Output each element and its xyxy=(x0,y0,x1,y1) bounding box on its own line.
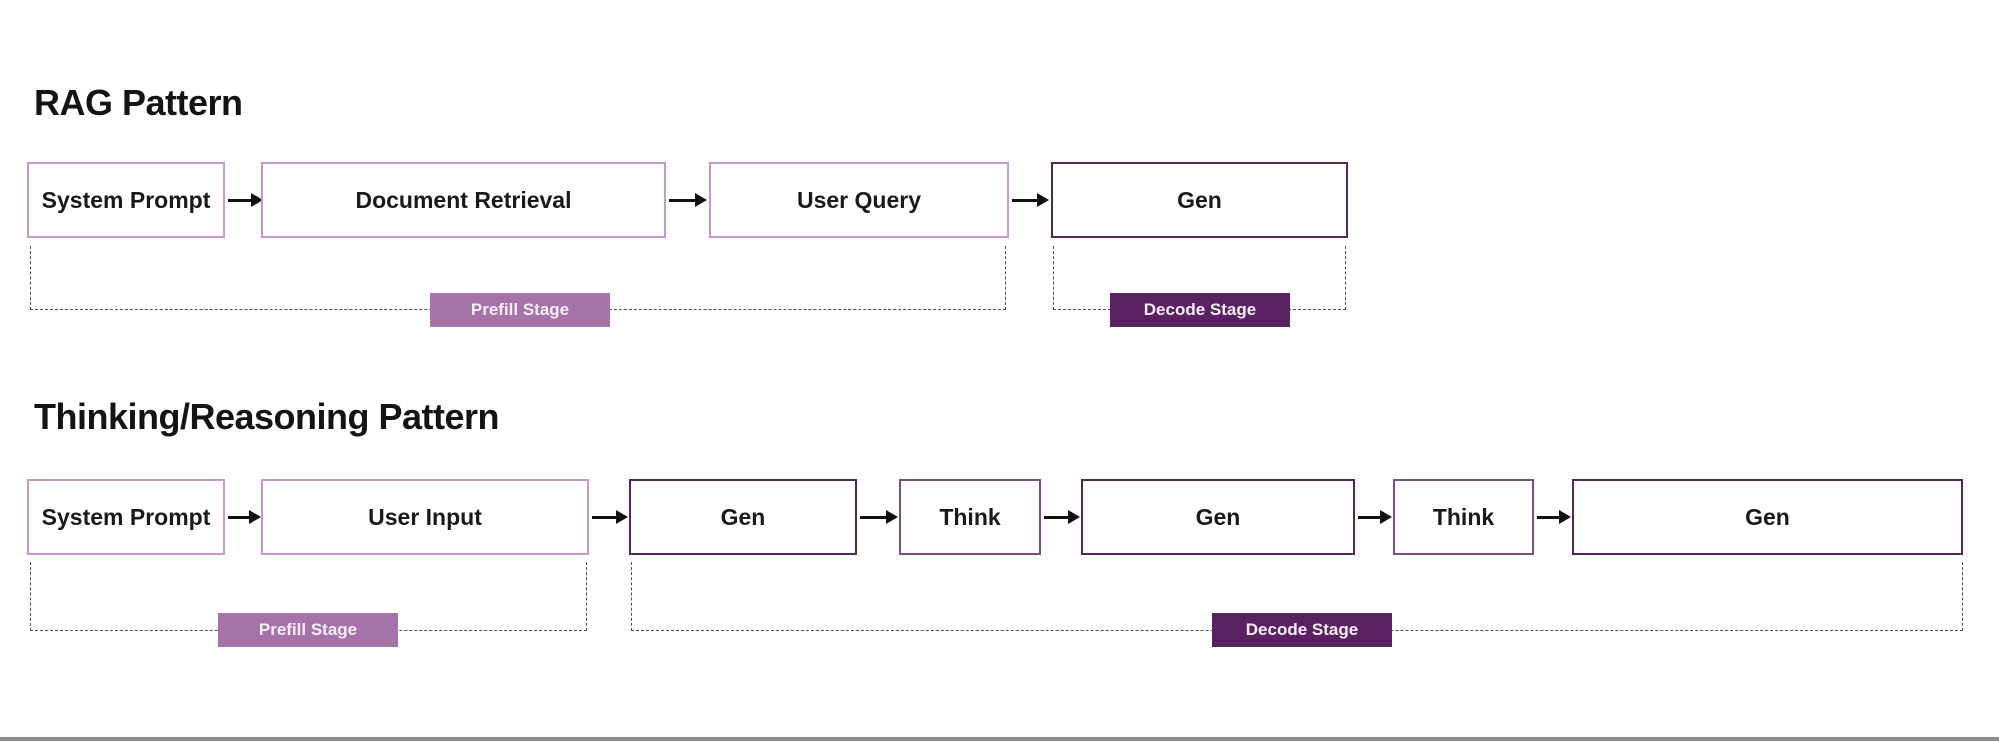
flow-box-think-2: Think xyxy=(1393,479,1534,555)
flow-box-think-1: Think xyxy=(899,479,1041,555)
flow-box-user-input: User Input xyxy=(261,479,589,555)
flow-arrow-icon xyxy=(860,510,898,524)
flow-arrow-icon xyxy=(1537,510,1571,524)
diagram-title-thinking-reasoning: Thinking/Reasoning Pattern xyxy=(34,396,500,437)
flow-box-gen-3: Gen xyxy=(1572,479,1963,555)
diagram-title-rag: RAG Pattern xyxy=(34,82,243,123)
flow-box-user-query: User Query xyxy=(709,162,1009,238)
decode-stage-label: Decode Stage xyxy=(1110,293,1290,327)
flow-box-document-retrieval: Document Retrieval xyxy=(261,162,666,238)
flow-arrow-icon xyxy=(228,510,261,524)
flow-box-system-prompt: System Prompt xyxy=(27,479,225,555)
bottom-window-edge xyxy=(0,737,1999,741)
flow-arrow-icon xyxy=(1044,510,1080,524)
flow-arrow-icon xyxy=(669,193,707,207)
flow-box-gen-1: Gen xyxy=(629,479,857,555)
flow-arrow-icon xyxy=(1012,193,1049,207)
flow-arrow-icon xyxy=(592,510,628,524)
flow-arrow-icon xyxy=(228,193,263,207)
flow-arrow-icon xyxy=(1358,510,1392,524)
flow-box-gen-2: Gen xyxy=(1081,479,1355,555)
flow-box-gen: Gen xyxy=(1051,162,1348,238)
prefill-stage-label: Prefill Stage xyxy=(430,293,610,327)
flow-box-system-prompt: System Prompt xyxy=(27,162,225,238)
decode-stage-label: Decode Stage xyxy=(1212,613,1392,647)
prefill-stage-label: Prefill Stage xyxy=(218,613,398,647)
